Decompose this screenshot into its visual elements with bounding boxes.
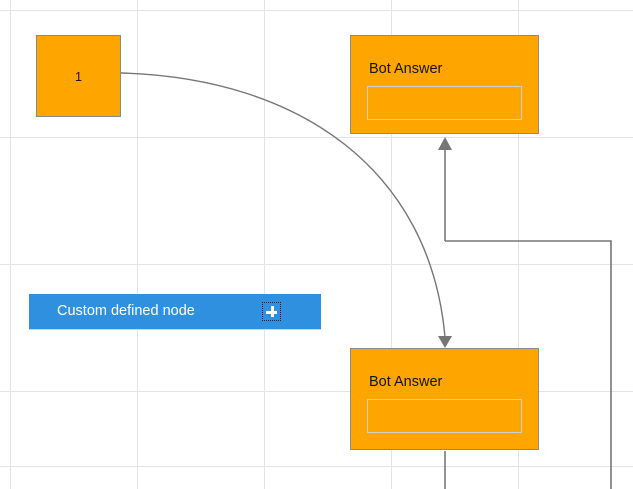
- plus-icon[interactable]: [262, 302, 281, 321]
- custom-defined-node-bar[interactable]: Custom defined node: [29, 294, 321, 329]
- node-square-1[interactable]: 1: [36, 35, 121, 117]
- edge-orthogonal-up[interactable]: [438, 137, 452, 241]
- edge-curved-path[interactable]: [120, 72, 446, 338]
- node-bot-answer-bottom[interactable]: Bot Answer: [350, 348, 539, 450]
- edge-orthogonal-right-path[interactable]: [445, 240, 612, 489]
- edge-curved[interactable]: [120, 72, 452, 348]
- node-bot-answer-bottom-title: Bot Answer: [369, 374, 443, 390]
- edge-curved-arrowhead-icon: [438, 336, 452, 348]
- node-bot-answer-top-slot[interactable]: [367, 86, 522, 120]
- edge-orthogonal-right[interactable]: [445, 240, 612, 489]
- node-square-1-label: 1: [74, 68, 83, 84]
- edge-orthogonal-up-arrowhead-icon: [438, 137, 452, 150]
- node-bot-answer-bottom-slot[interactable]: [367, 399, 522, 433]
- node-bot-answer-top[interactable]: Bot Answer: [350, 35, 539, 134]
- node-bot-answer-top-title: Bot Answer: [369, 61, 443, 77]
- custom-defined-node-label: Custom defined node: [57, 303, 195, 320]
